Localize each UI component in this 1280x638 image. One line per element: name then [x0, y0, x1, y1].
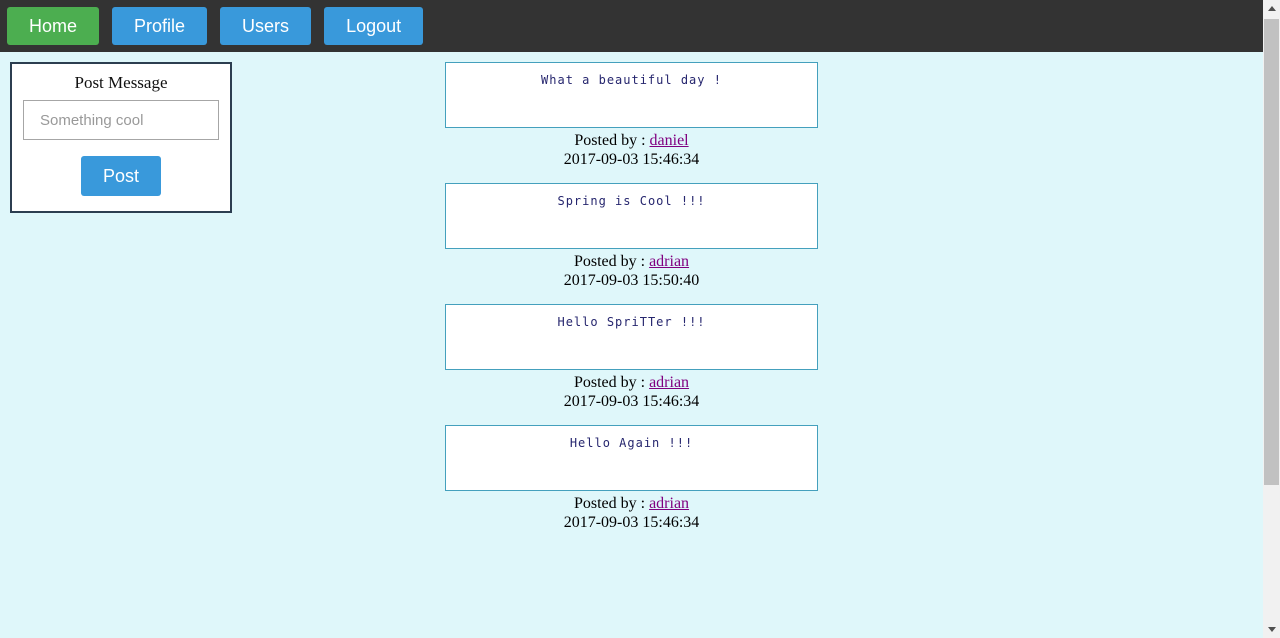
post-message-text: Spring is Cool !!! — [557, 194, 706, 208]
post-panel-title: Post Message — [74, 73, 168, 92]
post-message-box: What a beautiful day ! — [445, 62, 818, 128]
post-item: Hello Again !!! Posted by :adrian 2017-0… — [445, 425, 818, 532]
post-message-panel: Post Message Post — [10, 62, 232, 213]
post-item: Hello SpriTTer !!! Posted by :adrian 201… — [445, 304, 818, 411]
post-timestamp: 2017-09-03 15:46:34 — [563, 393, 700, 410]
post-message-text: Hello Again !!! — [569, 436, 694, 450]
scroll-down-arrow-icon — [1267, 627, 1276, 632]
author-link[interactable]: adrian — [649, 253, 690, 270]
post-timestamp: 2017-09-03 15:50:40 — [563, 272, 700, 289]
post-item: Spring is Cool !!! Posted by :adrian 201… — [445, 183, 818, 290]
nav-home-button[interactable]: Home — [7, 7, 100, 45]
navbar: Home Profile Users Logout — [0, 0, 1263, 52]
post-message-text: Hello SpriTTer !!! — [557, 315, 706, 329]
post-message-box: Spring is Cool !!! — [445, 183, 818, 249]
post-message-box: Hello SpriTTer !!! — [445, 304, 818, 370]
scrollbar[interactable] — [1263, 0, 1280, 638]
posted-by-line: Posted by :daniel — [445, 131, 818, 150]
author-link[interactable]: adrian — [649, 495, 690, 512]
post-message-box: Hello Again !!! — [445, 425, 818, 491]
posted-by-line: Posted by :adrian — [445, 494, 818, 513]
posted-by-label: Posted by : — [573, 374, 646, 391]
posted-by-label: Posted by : — [574, 132, 646, 149]
nav-logout-button[interactable]: Logout — [324, 7, 424, 45]
author-link[interactable]: daniel — [649, 132, 689, 149]
scroll-down-button[interactable] — [1263, 621, 1280, 638]
posted-by-label: Posted by : — [573, 253, 646, 270]
nav-users-button[interactable]: Users — [220, 7, 312, 45]
post-timestamp: 2017-09-03 15:46:34 — [563, 514, 700, 531]
post-message-input[interactable] — [23, 100, 219, 140]
posted-by-label: Posted by : — [573, 495, 646, 512]
nav-profile-button[interactable]: Profile — [112, 7, 208, 45]
scrollbar-thumb[interactable] — [1264, 19, 1279, 485]
posted-by-line: Posted by :adrian — [445, 373, 818, 392]
posted-by-line: Posted by :adrian — [445, 252, 818, 271]
scroll-up-button[interactable] — [1263, 0, 1280, 17]
scroll-up-arrow-icon — [1267, 6, 1276, 11]
post-timestamp: 2017-09-03 15:46:34 — [563, 151, 700, 168]
post-submit-button[interactable]: Post — [81, 156, 161, 196]
post-item: What a beautiful day ! Posted by :daniel… — [445, 62, 818, 169]
post-message-text: What a beautiful day ! — [541, 73, 722, 87]
author-link[interactable]: adrian — [649, 374, 690, 391]
posts-feed: What a beautiful day ! Posted by :daniel… — [0, 62, 1263, 546]
